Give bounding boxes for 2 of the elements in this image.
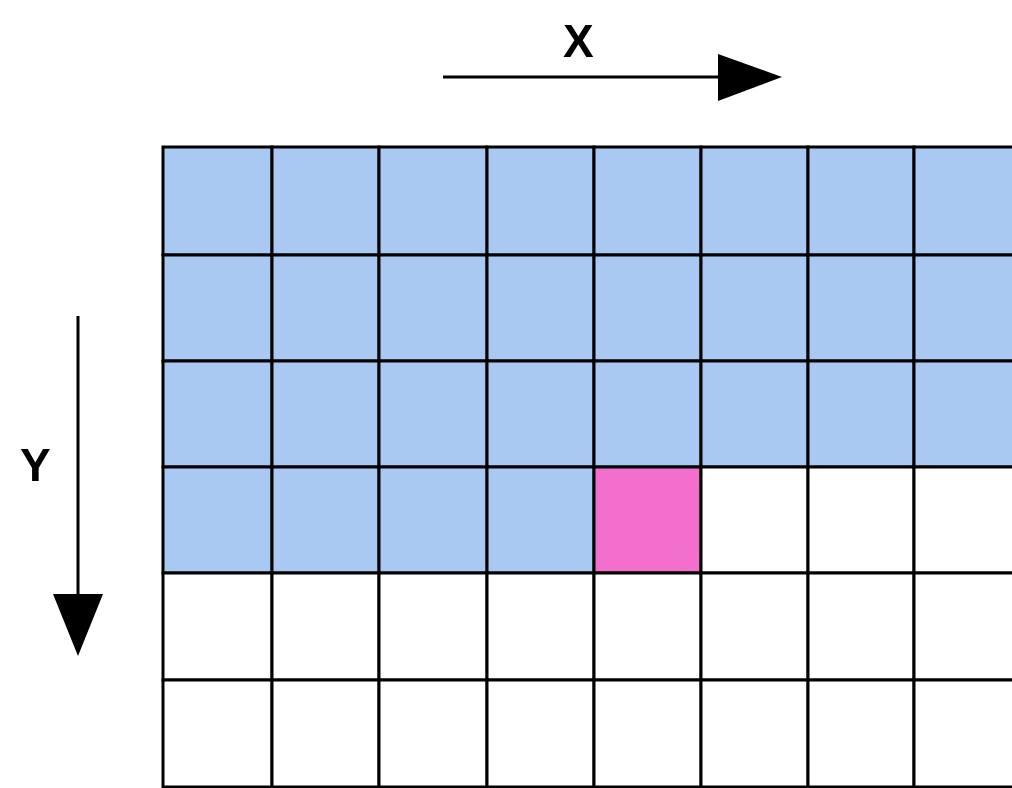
axis-label: X xyxy=(563,18,594,64)
axis-label: Y xyxy=(20,442,51,488)
